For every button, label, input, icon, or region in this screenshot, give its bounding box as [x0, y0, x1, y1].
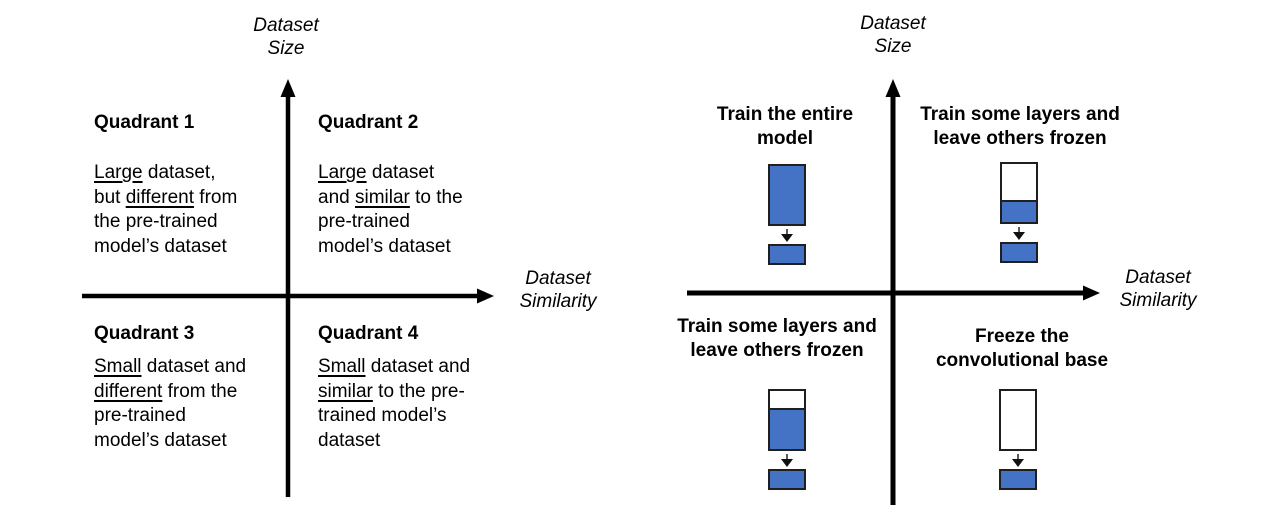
- body-text: dataset and: [370, 356, 471, 377]
- model-bars-train-some-bottom: [767, 389, 807, 490]
- quadrant-4-body: Small dataset and similar to the pre- tr…: [318, 355, 533, 453]
- classifier-bar: [768, 244, 806, 265]
- body-text: dataset and: [146, 356, 247, 377]
- underlined-word: Small: [318, 356, 366, 377]
- classifier-bar: [999, 469, 1037, 490]
- underlined-word: similar: [318, 380, 373, 402]
- strategy-label-train-some-layers-top: Train some layers and leave others froze…: [920, 104, 1120, 149]
- trainable-fill: [1002, 200, 1036, 222]
- down-arrow-icon: [1012, 454, 1024, 467]
- underlined-word: Small: [94, 356, 142, 377]
- strategy-panel: Dataset Size Dataset Similarity Train th…: [640, 0, 1280, 508]
- underlined-word: different: [125, 186, 195, 208]
- axes: [687, 79, 1100, 505]
- y-axis-label: Dataset Size: [253, 15, 319, 59]
- classifier-bar: [768, 469, 806, 490]
- trainable-fill: [770, 166, 804, 224]
- down-arrow-icon: [781, 454, 793, 467]
- body-text: dataset and: [318, 162, 435, 208]
- quadrant-3-body: Small dataset and different from the pre…: [94, 355, 309, 453]
- body-text: from the pre-trained model’s dataset: [94, 186, 238, 257]
- quadrant-1-body: Large dataset, but different from the pr…: [94, 161, 304, 259]
- underlined-word: similar: [354, 186, 410, 208]
- conv-base-bar: [1000, 162, 1038, 224]
- y-axis-label: Dataset Size: [860, 13, 926, 57]
- body-text: from the pre-trained model’s dataset: [94, 380, 238, 451]
- strategy-label-train-some-layers-bottom: Train some layers and leave others froze…: [677, 316, 877, 361]
- quadrant-4-title: Quadrant 4: [318, 323, 419, 344]
- strategy-label-train-entire-model: Train the entire model: [716, 104, 854, 149]
- x-axis-label: Dataset Similarity: [1119, 267, 1197, 311]
- down-arrow-icon: [1013, 227, 1025, 240]
- trainable-fill: [770, 408, 804, 449]
- body-text: to the pre-trained model’s dataset: [318, 186, 463, 257]
- model-bars-train-entire: [767, 164, 807, 265]
- axes: [82, 79, 494, 497]
- quadrant-3-title: Quadrant 3: [94, 323, 195, 344]
- body-text: dataset, but: [94, 162, 216, 208]
- classifier-bar: [1000, 242, 1038, 263]
- model-bars-train-some-top: [999, 162, 1039, 263]
- strategy-label-freeze-conv-base: Freeze the convolutional base: [935, 326, 1109, 371]
- body-text: to the pre- trained model’s dataset: [318, 380, 465, 451]
- x-axis-label: Dataset Similarity: [519, 268, 597, 312]
- conv-base-bar: [999, 389, 1037, 451]
- conv-base-bar: [768, 164, 806, 226]
- quadrant-1-title: Quadrant 1: [94, 112, 195, 133]
- underlined-word: Large: [94, 162, 143, 183]
- model-bars-freeze-base: [998, 389, 1038, 490]
- conv-base-bar: [768, 389, 806, 451]
- quadrant-description-panel: Dataset Size Dataset Similarity Quadrant…: [82, 15, 597, 497]
- down-arrow-icon: [781, 229, 793, 242]
- underlined-word: different: [94, 380, 163, 402]
- quadrant-2-title: Quadrant 2: [318, 112, 419, 133]
- underlined-word: Large: [318, 162, 367, 183]
- quadrant-2-body: Large dataset and similar to the pre-tra…: [318, 161, 528, 259]
